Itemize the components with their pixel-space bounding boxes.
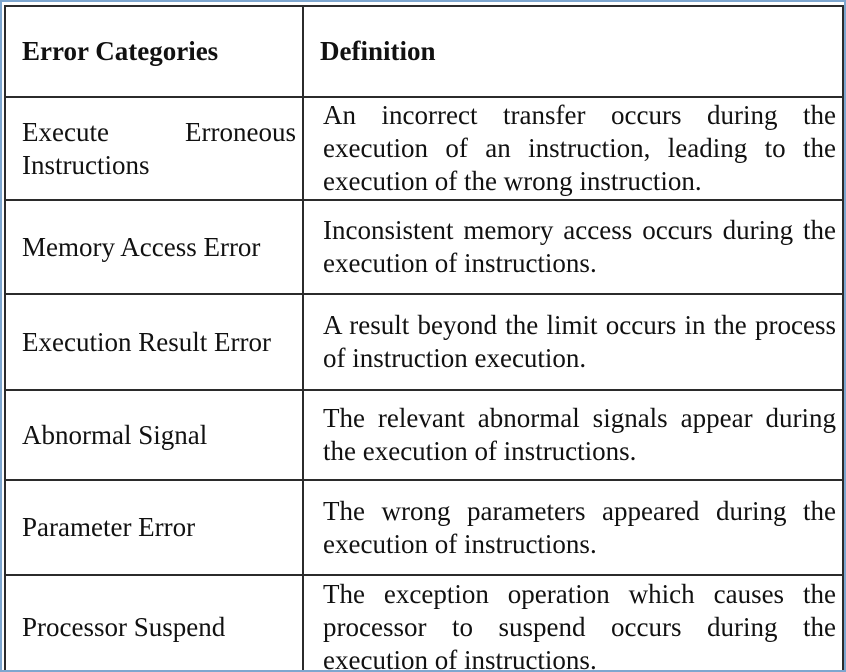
table-row: Execute Erroneous Instructions An incorr…	[4, 96, 844, 201]
table-header-row: Error Categories Definition	[4, 5, 844, 98]
table-row: Execution Result Error A result beyond t…	[4, 293, 844, 391]
definition-cell: Inconsistent memory access occurs during…	[302, 199, 844, 295]
category-cell: Execute Erroneous Instructions	[4, 96, 304, 201]
table-row: Memory Access Error Inconsistent memory …	[4, 199, 844, 295]
category-cell: Parameter Error	[4, 479, 304, 576]
header-error-categories: Error Categories	[4, 5, 304, 98]
category-cell: Memory Access Error	[4, 199, 304, 295]
category-cell: Abnormal Signal	[4, 389, 304, 481]
definition-cell: A result beyond the limit occurs in the …	[302, 293, 844, 391]
table-row: Parameter Error The wrong parameters app…	[4, 479, 844, 576]
definition-cell: The relevant abnormal signals appear dur…	[302, 389, 844, 481]
category-cell: Processor Suspend	[4, 574, 304, 670]
definition-cell: The exception operation which causes the…	[302, 574, 844, 670]
error-categories-table: Error Categories Definition Execute Erro…	[4, 5, 844, 670]
definition-cell: An incorrect transfer occurs during the …	[302, 96, 844, 201]
header-definition: Definition	[302, 5, 844, 98]
category-cell: Execution Result Error	[4, 293, 304, 391]
table-row: Abnormal Signal The relevant abnormal si…	[4, 389, 844, 481]
definition-cell: The wrong parameters appeared during the…	[302, 479, 844, 576]
table-row: Processor Suspend The exception operatio…	[4, 574, 844, 670]
